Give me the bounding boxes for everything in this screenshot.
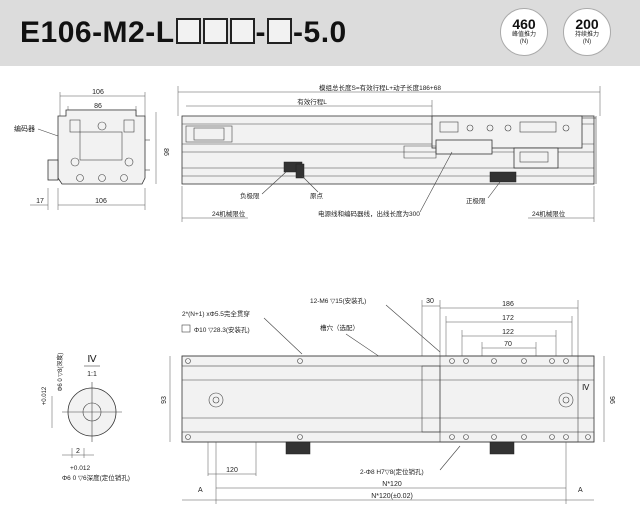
continuous-force-badge: 200 持续推力 (N) <box>563 8 611 56</box>
dim-122: 122 <box>502 329 514 336</box>
front-dim-bottom-left: 17 <box>36 198 44 205</box>
detail-tol-top-label: Φ6 0 ▽8(深度) <box>56 353 64 392</box>
detail-view-label: Ⅳ <box>87 354 97 365</box>
continuous-force-label: 持续推力 <box>574 32 599 38</box>
detail-dim-2: 2 <box>76 448 80 455</box>
section-a-right: A <box>578 487 583 494</box>
detail-tol-top: +0.012 <box>42 386 48 405</box>
cable-label: 电源线和编码器线，出线长度为300 <box>318 209 420 218</box>
peak-force-value: 460 <box>512 16 536 32</box>
encoder-label: 编码器 <box>14 124 35 133</box>
positive-limit-label: 正极限 <box>466 196 486 205</box>
title-placeholder-box <box>202 18 228 44</box>
title-suffix: -5.0 <box>293 16 347 49</box>
slot-label: 槽穴（选配） <box>320 323 359 332</box>
dim-30: 30 <box>426 298 434 305</box>
stroke-label: 有效行程L <box>297 97 327 106</box>
front-view: 106 86 编码器 86 17 106 <box>14 89 169 210</box>
peak-force-badge: 460 峰值推力 (N) <box>500 8 548 56</box>
detail-view: Ⅳ 1:1 +0.012 Φ6 0 ▽8(深度) 2 +0.012 Φ6 0 ▽… <box>42 353 130 482</box>
dim-120: 120 <box>226 467 238 474</box>
continuous-force-value: 200 <box>575 16 599 32</box>
mech-limit-right-label: 24机械限位 <box>532 209 566 218</box>
front-dim-top-inner: 86 <box>94 103 102 110</box>
total-length-label: 模组总长度S=有效行程L+动子长度186+68 <box>319 83 441 92</box>
detail-tol-bottom: +0.012 <box>70 465 90 472</box>
title-placeholder-box <box>267 18 293 44</box>
product-title: E106-M2-L --5.0 <box>20 16 347 50</box>
mech-limit-left-label: 24机械限位 <box>212 209 246 218</box>
side-view: 模组总长度S=有效行程L+动子长度186+68 有效行程L 负极限 <box>177 83 601 222</box>
origin-label: 原点 <box>310 192 324 200</box>
dim-70: 70 <box>504 341 512 348</box>
peak-force-label: 峰值推力 <box>511 32 536 38</box>
pin-holes-label: 2-Φ8 H7▽8(定位销孔) <box>360 467 424 476</box>
title-dash: - <box>255 16 267 49</box>
title-prefix: E106-M2-L <box>20 16 175 49</box>
dim-96: 96 <box>608 396 615 404</box>
detail-scale-label: 1:1 <box>87 371 97 378</box>
dim-186: 186 <box>502 301 514 308</box>
dim-172: 172 <box>502 315 514 322</box>
title-placeholder-box <box>175 18 201 44</box>
front-dim-top-outer: 106 <box>92 89 104 96</box>
top-view-iv-label: Ⅳ <box>582 383 590 392</box>
section-a-left: A <box>198 487 203 494</box>
m6-label: 12-M6 ▽15(安装孔) <box>310 296 366 305</box>
front-dim-height: 86 <box>162 148 169 156</box>
top-view: 2*(N+1) xΦ5.5完全贯穿 Φ10 ▽28.3(安装孔) 12-M6 ▽… <box>161 296 615 504</box>
dim-n120: N*120 <box>382 481 402 488</box>
dim-93: 93 <box>161 396 168 404</box>
dim-n120-tol: N*120(±0.02) <box>371 493 413 500</box>
continuous-force-unit: (N) <box>582 39 592 45</box>
counterbore-label: Φ10 ▽28.3(安装孔) <box>194 325 250 334</box>
holes-main-label: 2*(N+1) xΦ5.5完全贯穿 <box>182 309 250 318</box>
peak-force-unit: (N) <box>519 39 529 45</box>
negative-limit-label: 负极限 <box>240 191 260 200</box>
detail-tol-bottom-label: Φ6 0 ▽6深度(定位销孔) <box>62 473 130 482</box>
title-placeholder-box <box>229 18 255 44</box>
front-dim-bottom: 106 <box>95 198 107 205</box>
